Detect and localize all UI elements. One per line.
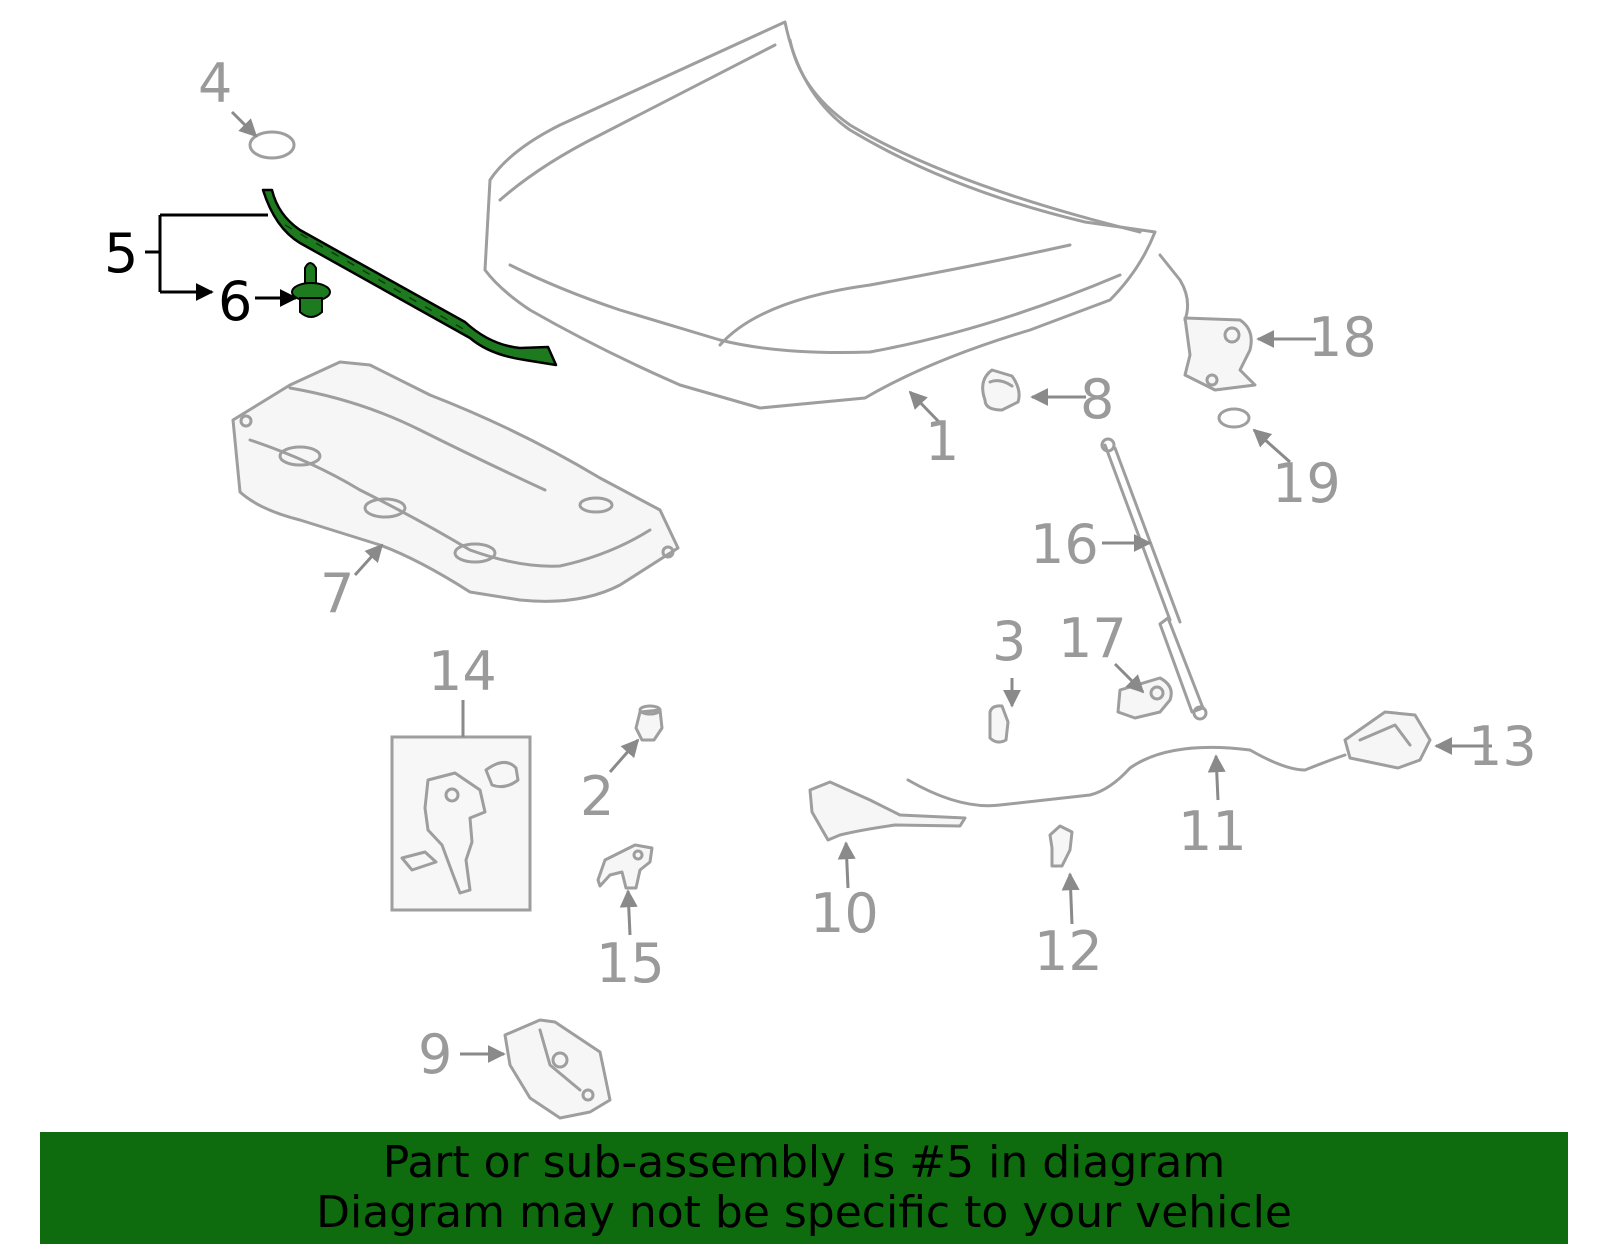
callout-17: 17 xyxy=(1058,607,1127,670)
latch-part-9[interactable] xyxy=(503,1018,612,1120)
leader-4 xyxy=(230,110,258,138)
leader-1 xyxy=(908,390,942,425)
grommet-part-4[interactable] xyxy=(248,130,296,160)
info-banner: Part or sub-assembly is #5 in diagram Di… xyxy=(40,1132,1568,1244)
release-handle-part-13[interactable] xyxy=(1343,710,1432,770)
banner-line-2: Diagram may not be specific to your vehi… xyxy=(316,1187,1292,1238)
cushion-part-3[interactable] xyxy=(988,704,1010,744)
callout-2: 2 xyxy=(580,765,614,828)
callout-15: 15 xyxy=(596,932,665,995)
banner-line-1: Part or sub-assembly is #5 in diagram xyxy=(382,1137,1226,1188)
cable-bracket-part-10[interactable] xyxy=(808,780,967,842)
hinge-part-18[interactable] xyxy=(1158,253,1257,392)
bumper-part-8[interactable] xyxy=(981,368,1021,412)
cable-part-11[interactable] xyxy=(906,745,1347,808)
callout-11: 11 xyxy=(1178,800,1247,863)
leader-15 xyxy=(619,889,638,936)
callout-18: 18 xyxy=(1308,306,1377,369)
callout-14: 14 xyxy=(428,640,497,703)
leader-7 xyxy=(353,543,384,577)
callout-9: 9 xyxy=(418,1023,452,1086)
leader-12 xyxy=(1061,872,1080,925)
callout-6: 6 xyxy=(218,270,252,333)
leader-5-bracket xyxy=(145,213,268,292)
cushion-part-2[interactable] xyxy=(634,704,664,742)
leader-11 xyxy=(1207,754,1226,801)
callout-5: 5 xyxy=(104,222,138,285)
leader-19 xyxy=(1252,428,1291,464)
washer-part-19[interactable] xyxy=(1217,407,1251,429)
clip-part-6[interactable] xyxy=(291,262,331,318)
callout-12: 12 xyxy=(1034,920,1103,983)
insulator-part-7[interactable] xyxy=(231,360,680,603)
hood-part[interactable] xyxy=(483,20,1157,410)
kit-box-part-14[interactable] xyxy=(390,735,532,912)
callout-10: 10 xyxy=(810,882,879,945)
callout-19: 19 xyxy=(1272,452,1341,515)
callout-7: 7 xyxy=(320,562,354,625)
leader-17 xyxy=(1113,662,1145,694)
weatherstrip-part-5[interactable] xyxy=(261,188,558,367)
callout-1: 1 xyxy=(925,410,959,473)
callout-13: 13 xyxy=(1468,715,1537,778)
callout-16: 16 xyxy=(1030,513,1099,576)
strut-part-16[interactable] xyxy=(1100,437,1208,721)
callout-4: 4 xyxy=(198,52,232,115)
bracket-part-17[interactable] xyxy=(1116,676,1173,720)
leader-10 xyxy=(837,841,856,889)
callout-8: 8 xyxy=(1080,368,1114,431)
bracket-part-15[interactable] xyxy=(596,843,654,890)
leader-2 xyxy=(608,738,640,773)
callout-3: 3 xyxy=(992,610,1026,673)
clip-part-12[interactable] xyxy=(1048,824,1074,868)
